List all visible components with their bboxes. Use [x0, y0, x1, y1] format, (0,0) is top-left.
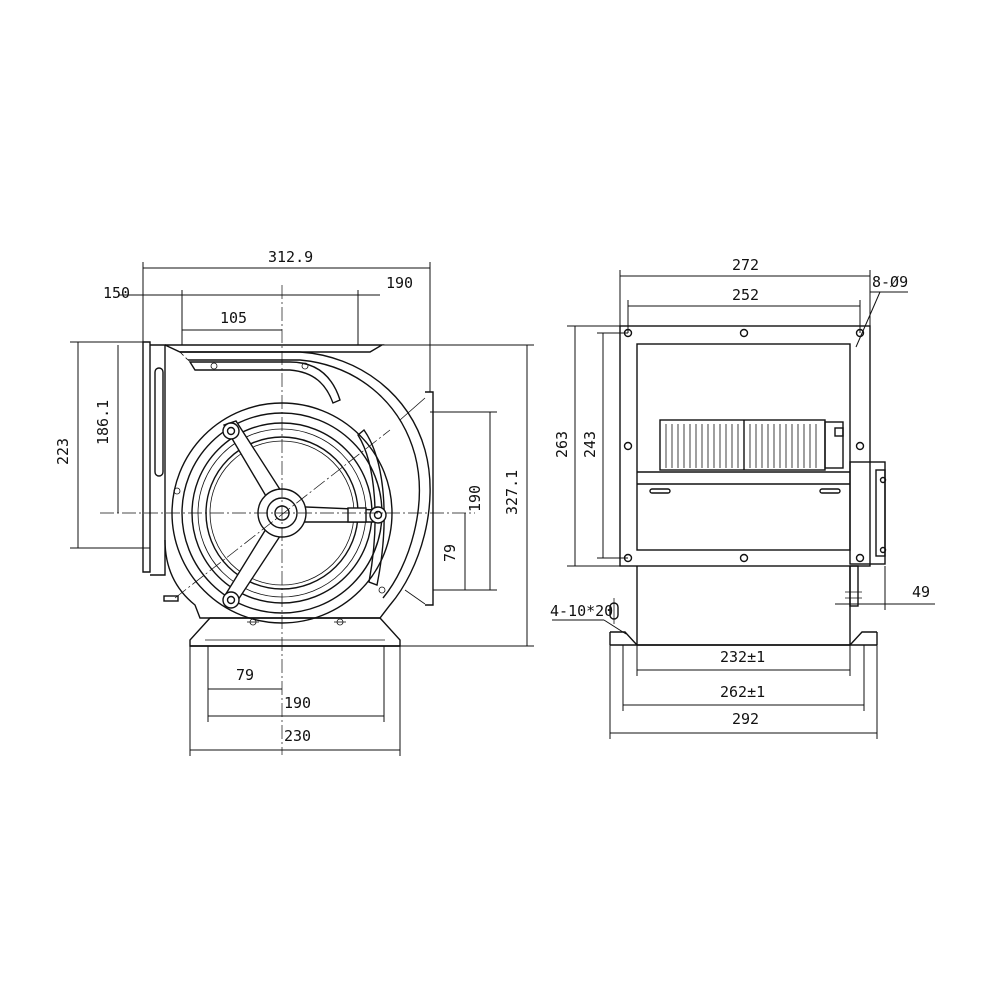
dim-flange-height: 263 — [553, 431, 571, 458]
motor-side — [845, 461, 887, 607]
front-view: 272 252 8-Ø9 263 243 49 — [550, 256, 935, 739]
dim-overall-width: 312.9 — [268, 248, 313, 266]
dim-inner-offset: 105 — [220, 309, 247, 327]
impeller — [659, 419, 844, 471]
dim-right-offset: 190 — [386, 274, 413, 292]
housing-outline — [142, 341, 434, 619]
dim-holes-spec: 8-Ø9 — [872, 273, 908, 291]
dim-height-outer: 223 — [54, 438, 72, 465]
dim-hole-span-side: 243 — [581, 431, 599, 458]
side-view: 312.9 150 190 105 223 186.1 190 — [54, 248, 534, 756]
dim-center-offset-v: 79 — [441, 544, 459, 562]
front-base — [609, 566, 878, 646]
side-view-dimensions: 312.9 150 190 105 223 186.1 190 — [54, 248, 534, 756]
dim-outlet-height: 190 — [466, 485, 484, 512]
dim-total-height: 327.1 — [503, 470, 521, 515]
motor-mount-arms — [163, 362, 387, 609]
side-view-centerlines — [100, 285, 475, 755]
front-view-dimensions: 272 252 8-Ø9 263 243 49 — [550, 256, 935, 739]
housing-body — [637, 471, 850, 494]
dim-base-offset: 79 — [236, 666, 254, 684]
dim-base-width: 230 — [284, 727, 311, 745]
outlet-flange — [619, 325, 871, 567]
dim-front-base-width: 292 — [732, 710, 759, 728]
dim-height-inner: 186.1 — [94, 400, 112, 445]
dim-flange-width: 272 — [732, 256, 759, 274]
dim-hole-span-top: 252 — [732, 286, 759, 304]
dim-motor-offset: 49 — [912, 583, 930, 601]
dim-slot-spec: 4-10*20 — [550, 602, 613, 620]
dim-base-hole-span: 190 — [284, 694, 311, 712]
dim-base-span: 262±1 — [720, 683, 765, 701]
dim-base-slot-span: 232±1 — [720, 648, 765, 666]
dim-left-offset: 150 — [103, 284, 130, 302]
